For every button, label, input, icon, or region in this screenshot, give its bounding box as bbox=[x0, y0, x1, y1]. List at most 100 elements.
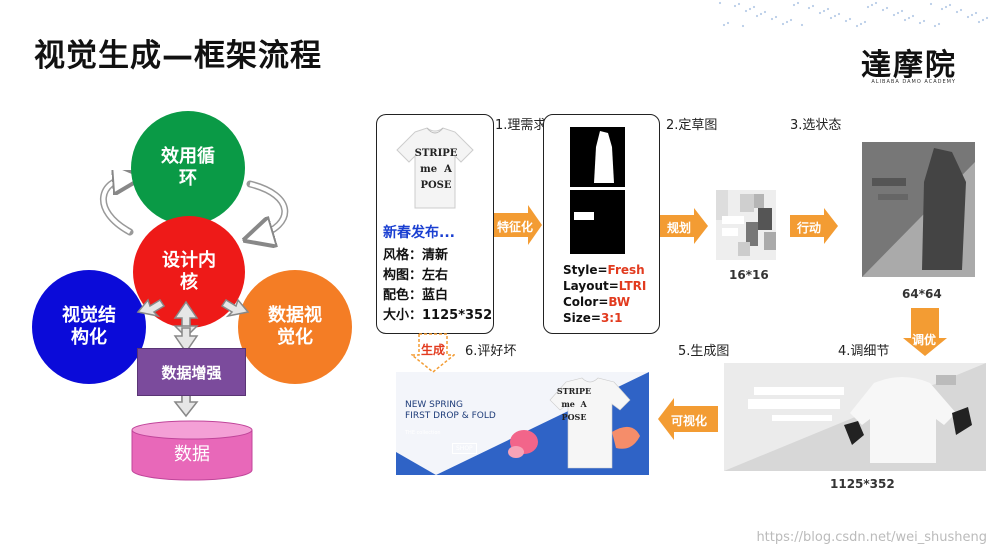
decor-dot bbox=[859, 22, 863, 26]
detail-image bbox=[724, 363, 986, 471]
decor-dot bbox=[818, 11, 822, 15]
decor-dot bbox=[937, 22, 941, 26]
sketch-specs: Style=Fresh Layout=LTRI Color=BW Size=3:… bbox=[563, 263, 647, 325]
decor-dot bbox=[940, 7, 944, 11]
banner-tshirt-print: STRIPE me A POSE bbox=[556, 386, 592, 422]
decor-dot bbox=[907, 16, 911, 20]
dot-pattern bbox=[718, 1, 989, 28]
decor-dot bbox=[763, 10, 767, 14]
req-specs: 风格：清新 构图：左右 配色：蓝白 大小：1125*352 bbox=[383, 248, 493, 323]
generate-arrow bbox=[411, 333, 455, 373]
decor-dot bbox=[985, 16, 989, 20]
tune-arrow bbox=[903, 308, 947, 356]
data-cylinder bbox=[131, 420, 253, 481]
decor-dot bbox=[933, 24, 937, 28]
decor-dot bbox=[874, 1, 878, 5]
step3-label: 3.选状态 bbox=[790, 118, 842, 133]
banner-text: NEW SPRING FIRST DROP & FOLD THE collect… bbox=[405, 400, 496, 436]
decor-dot bbox=[737, 2, 741, 6]
logo-subtitle: ALIBABA DAMO ACADEMY bbox=[871, 79, 956, 85]
dim-1125-label: 1125*352 bbox=[830, 477, 895, 491]
banner-shop-button[interactable]: SHOP bbox=[452, 443, 477, 454]
decor-dot bbox=[955, 10, 959, 14]
sketch-shape bbox=[594, 131, 614, 183]
step4-label: 4.调细节 bbox=[838, 344, 890, 359]
decor-dot bbox=[855, 24, 859, 28]
decor-dot bbox=[918, 21, 922, 25]
sketch-text-block bbox=[574, 212, 594, 220]
core-arrows bbox=[136, 298, 250, 418]
loop-label: 效用循环 bbox=[161, 145, 215, 190]
decor-dot bbox=[755, 14, 759, 18]
decor-dot bbox=[866, 5, 870, 9]
decor-dot bbox=[789, 18, 793, 22]
grid-16 bbox=[716, 190, 776, 260]
grid-64 bbox=[862, 142, 975, 277]
decor-dot bbox=[870, 3, 874, 7]
augment-label: 数据增强 bbox=[161, 363, 222, 382]
req-headline: 新春发布... bbox=[383, 225, 455, 241]
vis-struct-label: 视觉结构化 bbox=[62, 304, 116, 349]
data-label: 数据 bbox=[174, 444, 210, 465]
decor-dot bbox=[829, 16, 833, 20]
decor-dot bbox=[944, 5, 948, 9]
decor-dot bbox=[896, 11, 900, 15]
decor-dot bbox=[848, 17, 852, 21]
decor-dot bbox=[752, 5, 756, 9]
augment-box: 数据增强 bbox=[137, 348, 246, 396]
visualize-arrow bbox=[658, 398, 718, 440]
decor-dot bbox=[974, 11, 978, 15]
step5-label: 5.生成图 bbox=[678, 344, 730, 359]
decor-dot bbox=[785, 20, 789, 24]
watermark: https://blog.csdn.net/wei_shusheng bbox=[756, 530, 987, 545]
feature-arrow-label: 特征化 bbox=[497, 220, 534, 234]
tune-arrow-label: 调优 bbox=[912, 333, 937, 347]
sketch-bottom bbox=[570, 190, 625, 254]
decor-dot bbox=[718, 1, 722, 5]
decor-dot bbox=[807, 6, 811, 10]
decor-dot bbox=[948, 3, 952, 7]
decor-dot bbox=[911, 14, 915, 18]
cycle-arrows bbox=[99, 170, 289, 250]
decor-dot bbox=[726, 21, 730, 25]
decor-dot bbox=[977, 20, 981, 24]
tshirt-image bbox=[396, 127, 474, 209]
plan-arrow-label: 规划 bbox=[667, 221, 692, 235]
right-double-arrow bbox=[220, 298, 250, 318]
decor-dot bbox=[903, 18, 907, 22]
dim-64-label: 64*64 bbox=[902, 287, 942, 301]
decor-dot bbox=[792, 3, 796, 7]
decor-dot bbox=[929, 2, 933, 6]
action-arrow-label: 行动 bbox=[797, 221, 822, 235]
tshirt-print: STRIPE me A POSE bbox=[414, 148, 458, 191]
decor-dot bbox=[959, 8, 963, 12]
decor-dot bbox=[733, 4, 737, 8]
decor-dot bbox=[885, 6, 889, 10]
decor-dot bbox=[741, 24, 745, 28]
core-label: 设计内核 bbox=[162, 249, 216, 294]
dim-16-label: 16*16 bbox=[729, 268, 769, 282]
generated-banner bbox=[396, 372, 649, 475]
decor-dot bbox=[781, 22, 785, 26]
logo: 達摩院 bbox=[861, 48, 957, 83]
data-vis-label: 数据视觉化 bbox=[268, 304, 322, 349]
decor-dot bbox=[796, 1, 800, 5]
decor-dot bbox=[759, 12, 763, 16]
decor-dot bbox=[774, 15, 778, 19]
loop-circle: 效用循环 bbox=[131, 111, 245, 225]
decor-dot bbox=[770, 17, 774, 21]
decor-dot bbox=[800, 23, 804, 27]
visualize-arrow-label: 可视化 bbox=[671, 414, 708, 428]
decor-dot bbox=[981, 18, 985, 22]
page-title: 视觉生成—框架流程 bbox=[34, 38, 322, 74]
decor-dot bbox=[744, 9, 748, 13]
decor-dot bbox=[881, 8, 885, 12]
left-double-arrow bbox=[136, 298, 166, 318]
decor-dot bbox=[833, 14, 837, 18]
decor-dot bbox=[844, 19, 848, 23]
decor-dot bbox=[837, 12, 841, 16]
decor-dot bbox=[900, 9, 904, 13]
step2-label: 2.定草图 bbox=[666, 118, 718, 133]
data-vis-circle: 数据视觉化 bbox=[238, 270, 352, 384]
decor-dot bbox=[922, 19, 926, 23]
